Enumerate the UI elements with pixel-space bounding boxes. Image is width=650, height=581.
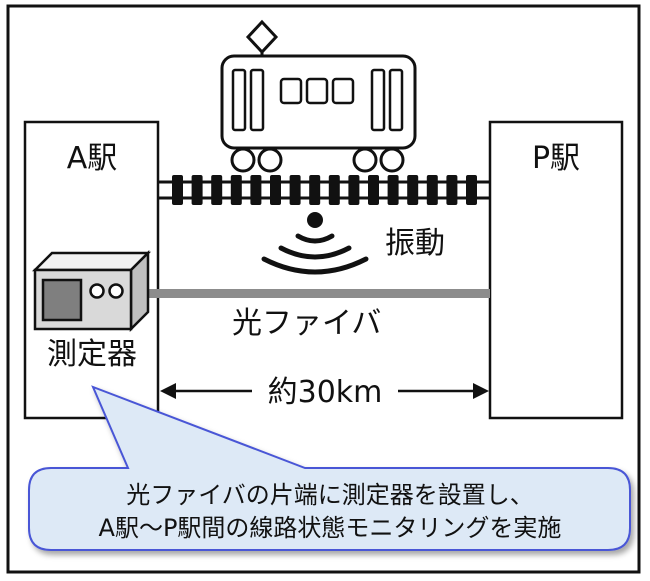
track-sleeper	[250, 175, 262, 205]
device-label: 測定器	[47, 337, 137, 372]
track-sleeper	[211, 175, 223, 205]
track-sleeper	[309, 175, 321, 205]
track-sleeper	[426, 175, 438, 205]
track-sleeper	[387, 175, 399, 205]
distance-arrow	[160, 383, 489, 399]
station-p: P駅	[488, 120, 624, 420]
vibration-wave-3	[261, 256, 369, 275]
device-knob-2	[108, 283, 124, 299]
train-wheel-2	[257, 147, 283, 173]
track-sleeper	[407, 175, 419, 205]
track-sleeper	[328, 175, 340, 205]
train-icon	[220, 19, 417, 173]
station-p-box	[488, 120, 624, 420]
track-sleeper	[289, 175, 301, 205]
callout-line-1: 光ファイバの片端に測定器を設置し、	[126, 481, 534, 509]
train-window-3	[331, 77, 355, 105]
distance-arrowhead-left	[160, 383, 176, 399]
railway-track	[158, 175, 490, 205]
station-a-label: A駅	[67, 141, 118, 176]
track-sleeper	[368, 175, 379, 205]
train-door-right-2	[388, 68, 404, 132]
device-top-face	[31, 251, 152, 272]
track-sleeper	[172, 175, 183, 205]
optical-fiber-line	[138, 289, 490, 298]
track-sleeper	[270, 175, 281, 205]
device-screen	[41, 278, 83, 322]
train-window-2	[305, 77, 329, 105]
train-door-left-2	[249, 68, 265, 132]
train-wheel-4	[379, 147, 405, 173]
device-knob-1	[89, 283, 105, 299]
train-wheel-1	[230, 147, 256, 173]
train-door-left-1	[231, 68, 247, 132]
train-wheel-3	[352, 147, 378, 173]
vibration-icon	[261, 212, 369, 275]
track-sleeper	[446, 175, 458, 205]
station-p-label: P駅	[532, 141, 580, 176]
vibration-wave-2	[278, 245, 352, 260]
train-window-1	[279, 77, 303, 105]
track-sleeper	[230, 175, 242, 205]
train-door-right-1	[370, 68, 386, 132]
callout-line-2: A駅〜P駅間の線路状態モニタリングを実施	[99, 514, 562, 542]
callout-bubble	[28, 385, 631, 551]
measurement-device-icon	[31, 249, 152, 333]
vibration-wave-1	[295, 233, 335, 244]
distance-arrowhead-right	[473, 383, 489, 399]
vibration-source-dot	[307, 212, 323, 228]
distance-label: 約30km	[268, 375, 383, 410]
fiber-label: 光ファイバ	[232, 306, 381, 341]
vibration-label: 振動	[385, 226, 445, 261]
track-sleeper	[191, 175, 203, 205]
track-sleepers	[172, 175, 477, 205]
track-sleeper	[466, 175, 477, 205]
track-sleeper	[348, 175, 360, 205]
